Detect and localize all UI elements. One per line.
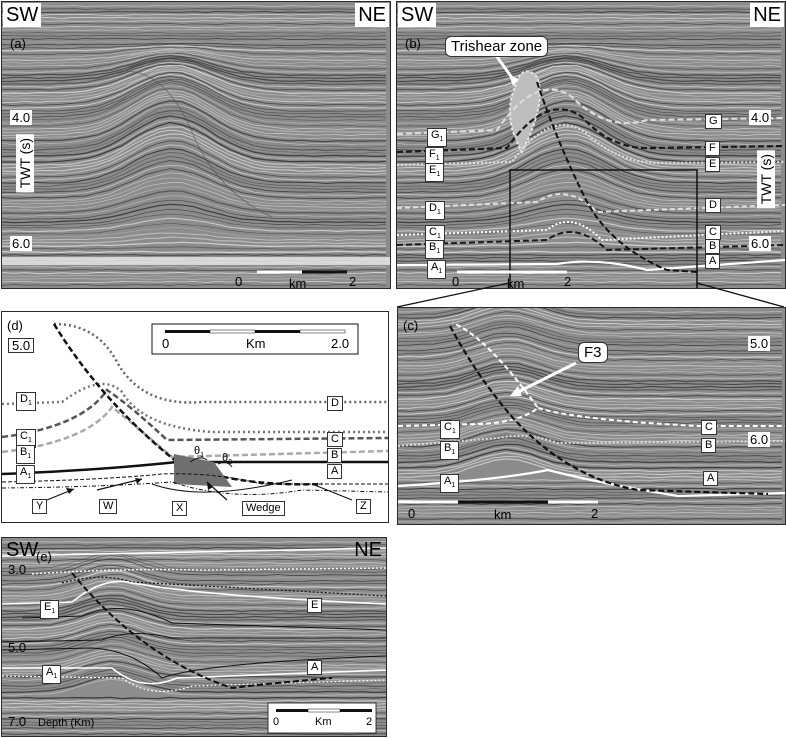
panel-b-ne-label: NE	[750, 3, 784, 27]
panel-b-scale-end: 2	[564, 274, 572, 289]
horizon-g1-label: G1	[427, 128, 448, 148]
d-horizon-b-label: B	[327, 448, 343, 463]
d-horizon-a-label: A	[327, 464, 343, 479]
panel-e-ne-label: NE	[354, 539, 382, 561]
panel-b-scale-start: 0	[452, 274, 460, 289]
panel-e-depth-bottom: 7.0	[8, 714, 27, 729]
horizon-b-label: B	[705, 239, 721, 254]
panel-d-scale-unit: Km	[246, 336, 266, 351]
panel-a-ne-label: NE	[355, 3, 389, 27]
point-y-label: Y	[32, 499, 48, 514]
panel-a-sw-label: SW	[3, 3, 42, 27]
horizon-e-label: E	[705, 157, 721, 172]
horizon-c-label: C	[705, 225, 721, 240]
panel-b-depth-bottom: 6.0	[749, 236, 772, 251]
panel-c-depth-top: 5.0	[748, 336, 771, 351]
e-horizon-e1-label: E1	[40, 600, 60, 620]
point-z-label: Z	[356, 499, 371, 514]
c-horizon-b1-label: B1	[440, 441, 460, 461]
panel-e-scale-unit: Km	[315, 716, 332, 728]
fault-line	[536, 81, 698, 273]
panel-b-sw-label: SW	[398, 3, 437, 27]
panel-c-seismic: (c) F3 5.0 6.0 C1 B1 A1 C B A 0 km 2	[397, 307, 786, 525]
inset-box	[509, 169, 698, 288]
d-horizon-c-label: C	[327, 432, 343, 447]
d-horizon-d1-label: D1	[16, 392, 36, 412]
horizon-d-label: D	[705, 198, 721, 213]
panel-e-depth-mid: 5.0	[8, 640, 27, 655]
wedge-fill	[174, 454, 232, 487]
theta1-label: θ1	[194, 445, 205, 460]
panel-e-axis-label: Depth (Km)	[38, 717, 95, 729]
horizon-c1-label: C1	[425, 225, 445, 245]
panel-d-depth: 5.0	[8, 338, 35, 353]
panel-a-axis-label: TWT (s)	[16, 134, 34, 193]
panel-c-depth-bottom: 6.0	[748, 432, 771, 447]
c-horizon-c1-label: C1	[440, 420, 460, 440]
fault-f3-label: F3	[578, 342, 608, 363]
panel-e-seismic-image	[2, 538, 386, 736]
e-horizon-a1-label: A1	[42, 665, 62, 685]
c-horizon-b-label: B	[701, 438, 717, 453]
panel-a-scale-start: 0	[235, 274, 243, 289]
panel-d-label: (d)	[7, 318, 23, 333]
panel-e-sw-label: SW	[6, 539, 39, 561]
e-horizon-e-label: E	[307, 598, 323, 613]
wedge-label: Wedge	[242, 501, 285, 516]
panel-a-depth-top: 4.0	[10, 110, 33, 125]
panel-e-scale-start: 0	[273, 716, 280, 728]
panel-a-scale-end: 2	[349, 274, 357, 289]
panel-a-label: (a)	[10, 36, 26, 51]
panel-b-seismic: SW NE (b) Trishear zone 4.0 TWT (s) 6.0 …	[396, 1, 786, 289]
panel-e-seismic: SW NE (e) 3.0 5.0 7.0 Depth (Km) E1 A1 E…	[1, 537, 387, 737]
horizon-f-label: F	[705, 141, 720, 156]
horizon-d1-label: D1	[425, 201, 445, 221]
panel-a-seismic: SW NE (a) 4.0 TWT (s) 6.0 0 km 2	[1, 1, 391, 289]
c-horizon-c-label: C	[701, 420, 717, 435]
horizon-b1-label: B1	[425, 240, 445, 260]
theta2-label: θ2	[222, 452, 233, 467]
panel-a-scale-unit: km	[289, 276, 307, 289]
panel-b-label: (b)	[405, 36, 421, 51]
panel-d-scale-end: 2.0	[331, 336, 350, 351]
point-x-label: X	[172, 501, 188, 516]
d-horizon-d-label: D	[327, 396, 343, 411]
panel-e-label: (e)	[36, 549, 52, 564]
panel-c-scale-start: 0	[408, 506, 416, 521]
panel-e-depth-top: 3.0	[8, 562, 27, 577]
horizon-a1-label: A1	[427, 260, 447, 280]
panel-d-diagram: (d) 5.0 0 Km 2.0 D1 C1 B1 A1 D C B A θ1 …	[1, 311, 389, 523]
panel-d-scale-start: 0	[162, 336, 170, 351]
d-horizon-a1-label: A1	[16, 465, 36, 485]
horizon-a-label: A	[705, 254, 721, 269]
d-horizon-b1-label: B1	[16, 445, 36, 465]
panel-a-seismic-image	[2, 2, 390, 288]
panel-b-axis-label: TWT (s)	[757, 150, 775, 209]
e-horizon-a-label: A	[307, 660, 323, 675]
trishear-zone-label: Trishear zone	[445, 36, 549, 57]
fault-line-e	[71, 572, 333, 690]
panel-c-scale-unit: km	[494, 507, 512, 522]
horizon-e1-label: E1	[425, 163, 445, 183]
point-w-label: W	[99, 499, 118, 514]
panel-b-scale-unit: km	[507, 276, 525, 289]
c-horizon-a-label: A	[703, 471, 719, 486]
d-horizon-c1-label: C1	[16, 429, 36, 449]
trishear-zone	[508, 70, 541, 155]
panel-d-sketch	[2, 322, 388, 501]
c-horizon-a1-label: A1	[440, 474, 460, 494]
panel-b-depth-top: 4.0	[749, 110, 772, 125]
fault-f3-line	[449, 325, 769, 496]
panel-a-depth-bottom: 6.0	[10, 236, 33, 251]
panel-e-scale-end: 2	[366, 716, 373, 728]
panel-c-scale-end: 2	[591, 506, 599, 521]
panel-c-label: (c)	[403, 318, 419, 333]
horizon-g-label: G	[705, 114, 722, 129]
